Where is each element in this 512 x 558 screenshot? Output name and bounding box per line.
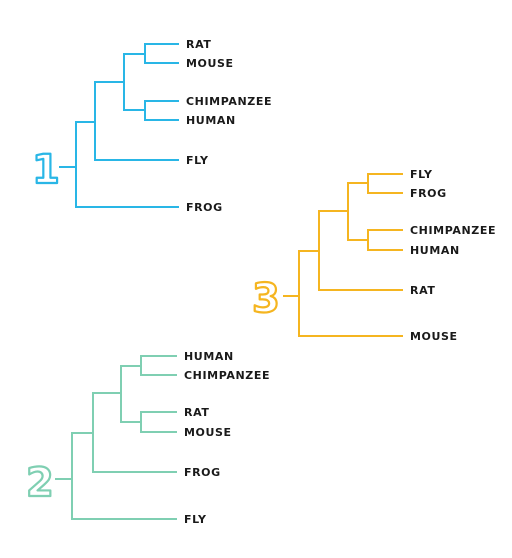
leaf-label: CHIMPANZEE [410, 224, 496, 237]
leaf-label: MOUSE [186, 57, 234, 70]
tree-number-label: 3 [252, 276, 280, 322]
leaf-label: FLY [184, 513, 207, 526]
tree-number-label: 1 [32, 147, 60, 193]
leaf-label: HUMAN [186, 114, 236, 127]
leaf-label: FLY [410, 168, 433, 181]
tree-1: 1 RAT MOUSE CHIMPANZEE HUMAN FLY FROG [31, 38, 272, 214]
tree-number-label: 2 [26, 460, 54, 506]
leaf-label: CHIMPANZEE [184, 369, 270, 382]
leaf-label: CHIMPANZEE [186, 95, 272, 108]
leaf-label: FROG [410, 187, 447, 200]
leaf-label: FROG [184, 466, 221, 479]
leaf-label: FROG [186, 201, 223, 214]
leaf-label: RAT [410, 284, 435, 297]
leaf-label: RAT [184, 406, 209, 419]
tree-2: 2 HUMAN CHIMPANZEE RAT MOUSE FROG FLY [25, 350, 270, 526]
tree-3: 3 FLY FROG CHIMPANZEE HUMAN RAT MOUSE [251, 168, 496, 343]
leaf-label: HUMAN [410, 244, 460, 257]
leaf-label: HUMAN [184, 350, 234, 363]
leaf-label: MOUSE [184, 426, 232, 439]
leaf-label: MOUSE [410, 330, 458, 343]
leaf-label: FLY [186, 154, 209, 167]
leaf-label: RAT [186, 38, 211, 51]
